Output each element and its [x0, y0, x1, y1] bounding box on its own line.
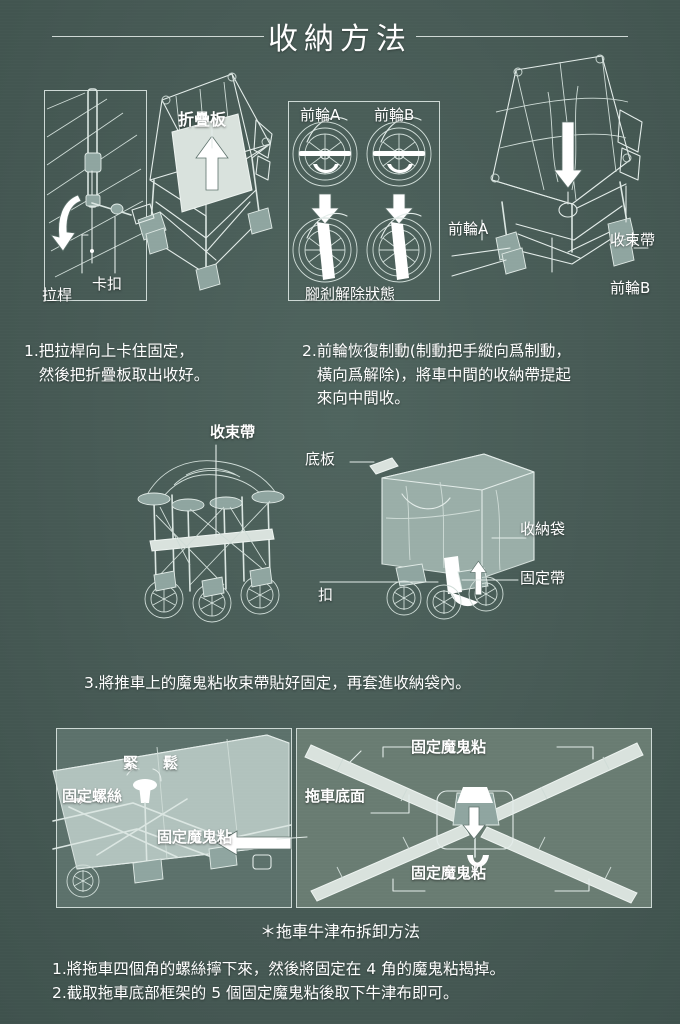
bottom-left-label-fixing-velcro: 固定魔鬼粘: [157, 828, 233, 846]
title-rule-left: [52, 35, 264, 37]
screw-velcro-illustration: [52, 734, 292, 898]
title-rule-right: [416, 35, 628, 37]
panel-pull-rod-closeup: [44, 88, 147, 301]
panel1-label-pull-rod: 拉桿: [42, 286, 73, 304]
panel-folded-wagon: [120, 444, 310, 623]
panel-front-wheel-brake: [288, 101, 440, 301]
folded-wagon-illustration: [137, 444, 285, 623]
wagon-strap-illustration: [451, 54, 649, 277]
step-2-text: 2.前輪恢復制動(制動把手縱向爲制動， 橫向爲解除)，將車中間的收納帶提起 來向…: [302, 342, 571, 408]
page-title-row: 收納方法: [0, 10, 680, 62]
panel-screw-velcro: [52, 728, 292, 908]
panel-wagon-folding-board: [120, 62, 280, 307]
pull-rod-illustration: [46, 88, 144, 278]
middle-label-fixing-strap: 固定帶: [520, 569, 566, 587]
footer-heading: ＊拖車牛津布拆卸方法: [259, 922, 420, 941]
panel3-label-binding-strap: 收束帶: [610, 231, 656, 249]
bottom-left-label-tight: 緊: [123, 754, 139, 772]
middle-label-storage-bag: 收納袋: [520, 520, 566, 538]
storage-bag-illustration: [319, 453, 535, 620]
panel3-label-front-wheel-b: 前輪B: [610, 279, 651, 297]
bottom-right-label-cart-bottom: 拖車底面: [305, 787, 366, 805]
panel-storage-bag: [319, 442, 556, 620]
middle-label-bottom-board: 底板: [305, 450, 336, 468]
panel1-label-folding-board: 折疊板: [178, 110, 227, 129]
panel-cart-underside: [276, 728, 652, 908]
middle-label-binding-strap: 收束帶: [210, 423, 256, 441]
panel2-label-front-wheel-b: 前輪B: [374, 106, 415, 124]
panel1-label-buckle: 卡扣: [92, 275, 123, 293]
step-1-text: 1.把拉桿向上卡住固定， 然後把折疊板取出收好。: [24, 342, 210, 384]
middle-label-buckle: 扣: [318, 586, 334, 604]
bottom-left-label-fixing-screw: 固定螺絲: [62, 787, 123, 805]
wheel-brake-illustration: [292, 116, 432, 283]
wagon-folding-board-illustration: [131, 72, 273, 291]
bottom-right-label-velcro-top: 固定魔鬼粘: [411, 738, 487, 756]
panel-wagon-strap: [451, 52, 664, 302]
bottom-right-label-velcro-bottom: 固定魔鬼粘: [411, 864, 487, 882]
footer-note-2: 2.截取拖車底部框架的 5 個固定魔鬼粘後取下牛津布即可。: [52, 984, 459, 1002]
panel3-label-front-wheel-a: 前輪A: [448, 220, 489, 238]
bottom-left-label-loose: 鬆: [163, 754, 179, 772]
page-title: 收納方法: [268, 22, 412, 57]
panel2-label-front-wheel-a: 前輪A: [300, 106, 341, 124]
cart-underside-illustration: [276, 729, 651, 907]
panel2-label-brake-released: 腳剎解除狀態: [305, 285, 396, 303]
footer-note-1: 1.將拖車四個角的螺絲擰下來，然後將固定在 4 角的魔鬼粘揭掉。: [52, 960, 506, 978]
step-3-text: 3.將推車上的魔鬼粘收束帶貼好固定，再套進收納袋內。: [84, 674, 471, 692]
